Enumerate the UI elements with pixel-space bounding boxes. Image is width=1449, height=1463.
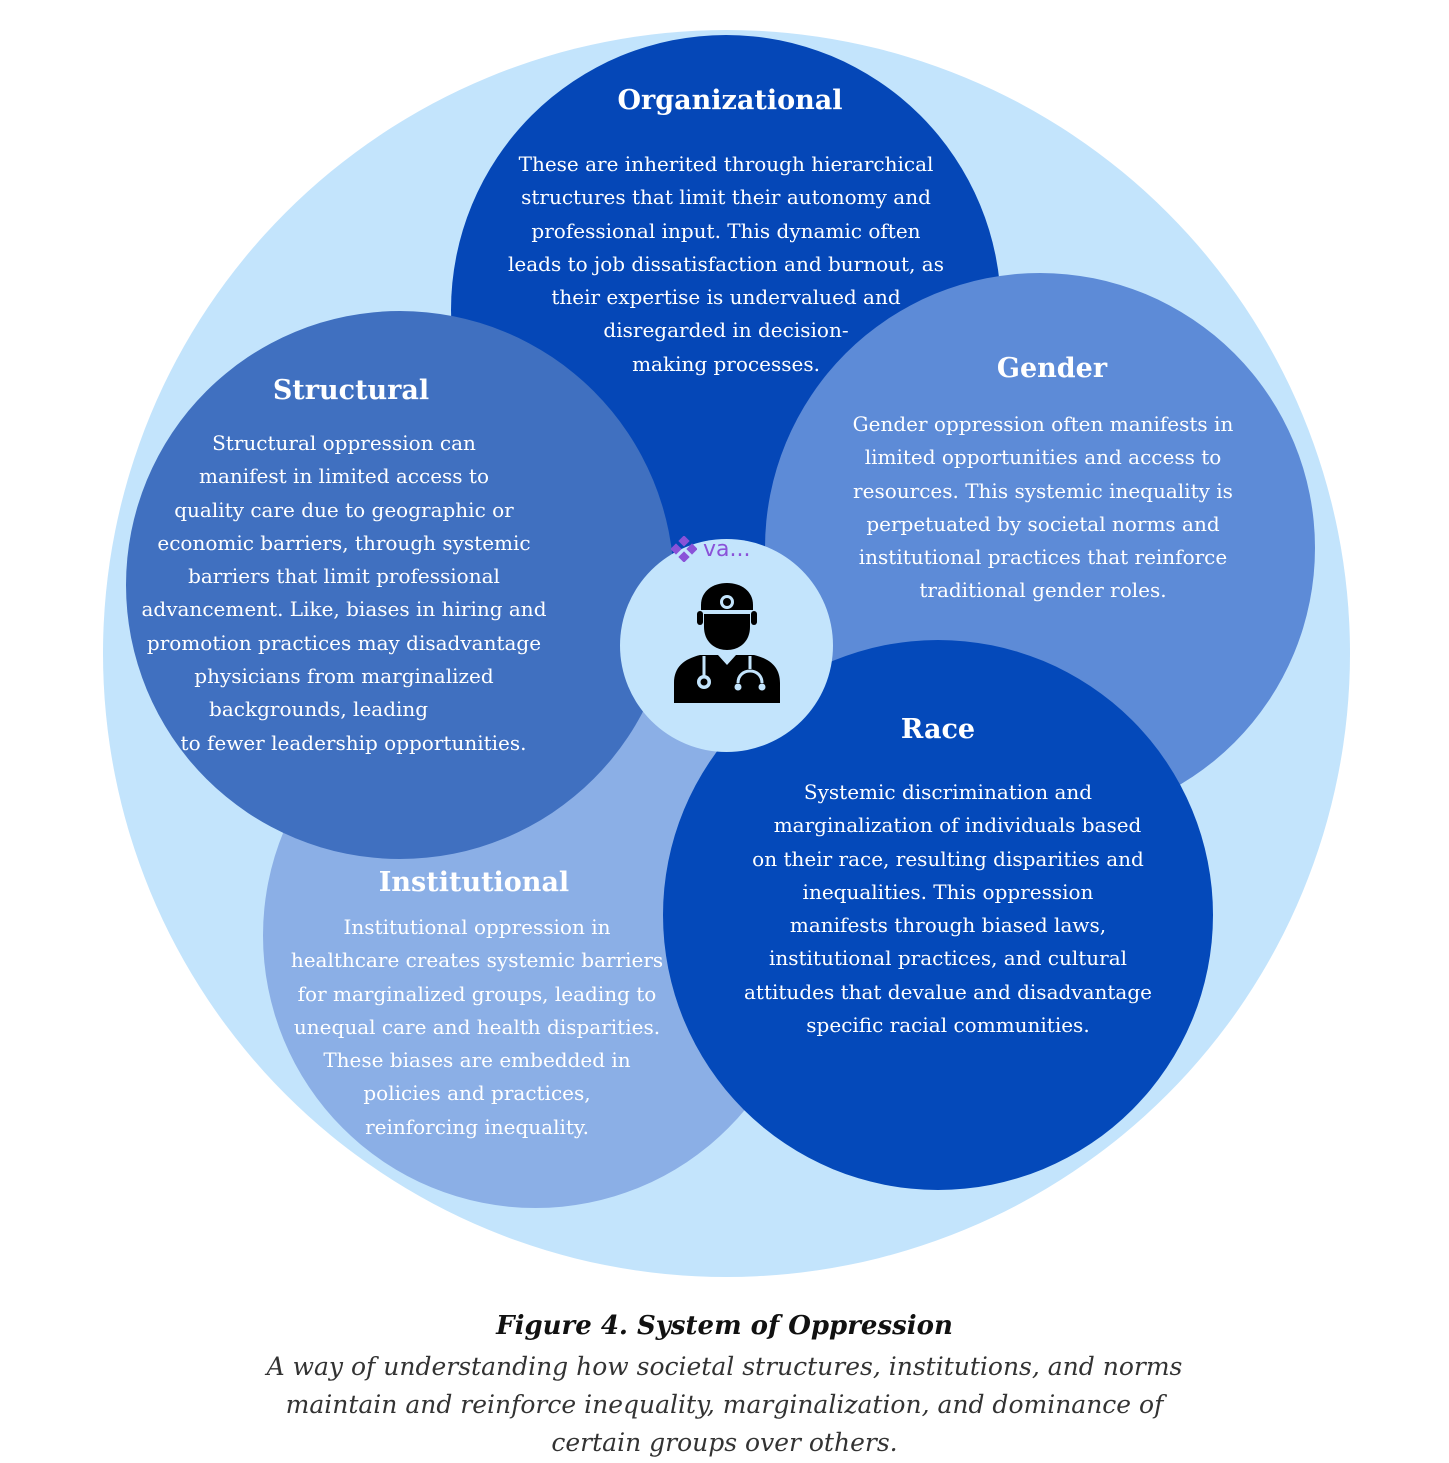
structural-text-line: backgrounds, leading (209, 697, 479, 722)
institutional-text-line: reinforcing inequality. (365, 1114, 589, 1139)
sparkle-icon (671, 536, 697, 562)
structural-text-line: barriers that limit professional (188, 564, 500, 589)
institutional-text-line: for marginalized groups, leading to (297, 981, 657, 1006)
structural-text-line: manifest in limited access to (198, 464, 489, 489)
race-title: Race (900, 714, 976, 745)
caption-description: A way of understanding how societal stru… (0, 1348, 1449, 1462)
structural-text-line: advancement. Like, biases in hiring and (141, 597, 547, 622)
organizational-text-line: These are inherited through hierarchical (518, 152, 934, 176)
race-text-line: institutional practices, and cultural (768, 946, 1128, 971)
doctor-icon (674, 583, 780, 703)
organizational-title: Organizational (617, 85, 843, 116)
organizational-text-line: their expertise is undervalued and (551, 285, 901, 310)
organizational-text-line: disregarded in decision- (603, 318, 849, 343)
gender-text-line: Gender oppression often manifests in (852, 412, 1234, 436)
race-text-line: manifests through biased laws, (789, 913, 1107, 938)
structural-text-line: promotion practices may disadvantage (146, 630, 542, 655)
structural-text-line: physicians from marginalized (194, 664, 494, 689)
race-text-line: on their race, resulting disparities and (752, 846, 1144, 871)
structural-text-line: economic barriers, through systemic (157, 530, 531, 555)
race-text-line: marginalization of individuals based (754, 813, 1142, 838)
institutional-text-line: policies and practices, (363, 1081, 591, 1106)
badge: va... (671, 534, 750, 564)
organizational-text-line: making processes. (632, 351, 820, 376)
gender-text-line: resources. This systemic inequality is (853, 478, 1233, 503)
badge-text: va... (703, 536, 751, 562)
structural-text-line: quality care due to geographic or (174, 497, 514, 522)
structural-text: Structural oppression can manifest in lim… (94, 427, 594, 760)
structural-circle (126, 311, 674, 859)
gender-text-line: perpetuated by societal norms and (866, 511, 1220, 536)
caption-line: maintain and reinforce inequality, margi… (285, 1390, 1164, 1419)
caption-title: Figure 4. System of Oppression (496, 1311, 953, 1341)
institutional-text-line: unequal care and health disparities. (293, 1014, 661, 1039)
structural-title: Structural (272, 375, 430, 406)
institutional-text-line: Institutional oppression in (343, 915, 611, 939)
institutional-text: Institutional oppression in healthcare cr… (227, 911, 727, 1144)
institutional-text-line: healthcare creates systemic barriers (290, 948, 664, 973)
gender-text: Gender oppression often manifests in limi… (793, 408, 1293, 608)
caption-line: A way of understanding how societal stru… (266, 1352, 1183, 1381)
organizational-text-line: leads to job dissatisfaction and burnout… (508, 251, 944, 276)
structural-text-line: Structural oppression can (212, 431, 476, 455)
race-text-line: inequalities. This oppression (802, 879, 1094, 904)
organizational-text-line: professional input. This dynamic often (531, 218, 921, 243)
institutional-title: Institutional (378, 867, 570, 898)
gender-text-line: traditional gender roles. (919, 578, 1167, 603)
gender-text-line: limited opportunities and access to (864, 445, 1222, 470)
organizational-text-line: structures that limit their autonomy and (521, 185, 931, 210)
race-text-line: attitudes that devalue and disadvantage (744, 979, 1152, 1004)
gender-text-line: institutional practices that reinforce (858, 545, 1228, 570)
caption-line: certain groups over others. (551, 1428, 898, 1457)
gender-title: Gender (996, 353, 1108, 384)
race-text-line: specific racial communities. (806, 1013, 1090, 1038)
race-text-line: Systemic discrimination and (803, 780, 1093, 804)
structural-text-line: to fewer leadership opportunities. (161, 730, 527, 755)
race-text: Systemic discrimination and marginalizat… (698, 776, 1198, 1042)
institutional-text-line: These biases are embedded in (323, 1048, 631, 1073)
organizational-text: These are inherited through hierarchical… (476, 148, 976, 381)
